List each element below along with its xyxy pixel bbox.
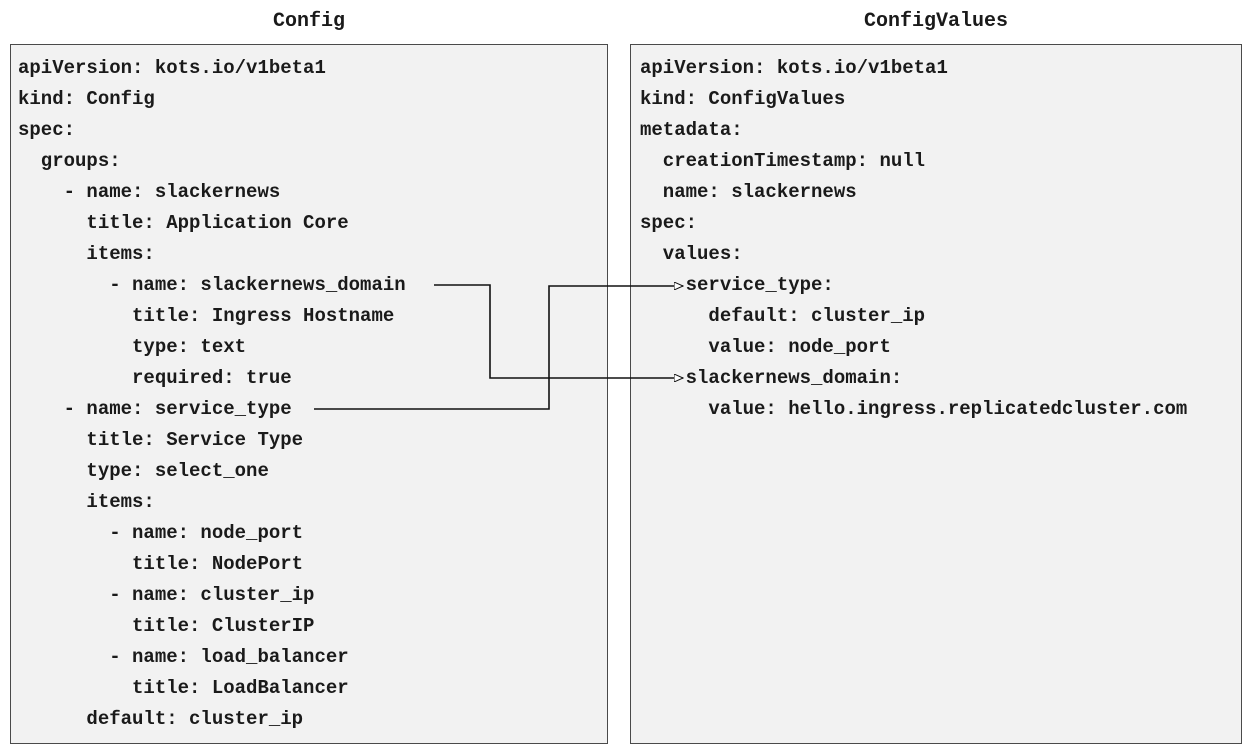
config-line: type: select_one [18, 460, 269, 482]
config-line: required: true [18, 367, 292, 389]
domain-connector-arrow [434, 284, 683, 378]
configvalues-line: metadata: [640, 119, 743, 141]
configvalues-line: kind: ConfigValues [640, 88, 846, 110]
configvalues-panel [630, 44, 1242, 744]
configvalues-line: values: [640, 243, 743, 265]
config-line: - name: cluster_ip [18, 584, 315, 606]
configvalues-line: apiVersion: kots.io/v1beta1 [640, 57, 948, 79]
config-line: items: [18, 491, 155, 513]
config-line: default: cluster_ip [18, 708, 304, 730]
config-line: title: Application Core [18, 212, 349, 234]
configvalues-line: creationTimestamp: null [640, 150, 926, 172]
config-line-service-type: - name: service_type [18, 398, 292, 420]
config-line: - name: load_balancer [18, 646, 349, 668]
config-line: kind: Config [18, 88, 155, 110]
config-line: spec: [18, 119, 76, 141]
config-line-slackernews-domain: - name: slackernews_domain [18, 274, 406, 296]
configvalues-line: value: hello.ingress.replicatedcluster.c… [640, 398, 1188, 420]
config-panel [10, 44, 608, 744]
service-type-connector-arrow [314, 286, 683, 410]
configvalues-line: default: cluster_ip [640, 305, 926, 327]
configvalues-line: spec: [640, 212, 698, 234]
config-line: title: Ingress Hostname [18, 305, 395, 327]
configvalues-line-service-type: service_type: [640, 274, 834, 296]
config-line: title: Service Type [18, 429, 304, 451]
configvalues-line-slackernews-domain: slackernews_domain: [640, 367, 903, 389]
config-line: items: [18, 243, 155, 265]
config-line: apiVersion: kots.io/v1beta1 [18, 57, 326, 79]
configvalues-line: value: node_port [640, 336, 891, 358]
config-line: - name: node_port [18, 522, 304, 544]
config-line: type: text [18, 336, 247, 358]
config-line: title: NodePort [18, 553, 304, 575]
config-line: - name: slackernews [18, 181, 281, 203]
config-line: title: ClusterIP [18, 615, 315, 637]
configvalues-heading: ConfigValues [863, 10, 1009, 33]
configvalues-line: name: slackernews [640, 181, 857, 203]
config-heading: Config [272, 10, 345, 33]
config-line: groups: [18, 150, 121, 172]
config-line: title: LoadBalancer [18, 677, 349, 699]
